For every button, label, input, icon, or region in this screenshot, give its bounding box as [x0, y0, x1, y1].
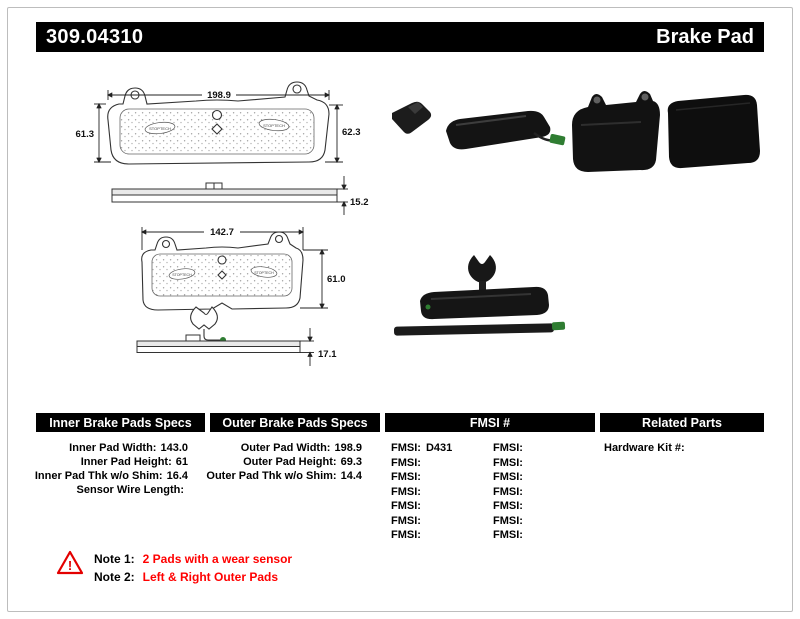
fmsi-row: FMSI: D431 FMSI: [391, 441, 595, 456]
fmsi-label: FMSI: [391, 500, 421, 512]
spec-value: 14.4 [340, 470, 362, 482]
dim-inner-thickness: 17.1 [318, 349, 337, 360]
spec-label: Inner Pad Thk w/o Shim: [34, 470, 163, 482]
inner-side-dimension-lines [300, 328, 314, 366]
note-label: Note 2: [94, 570, 135, 584]
spec-value: 69.3 [340, 456, 362, 468]
outer-pad-front-drawing: STOPTECH STOPTECH [107, 81, 330, 165]
note-1: Note 1: 2 Pads with a wear sensor [94, 552, 292, 566]
product-photo-inner-set [393, 255, 566, 336]
fmsi-row: FMSI: FMSI: [391, 456, 595, 471]
warning-exclamation: ! [68, 558, 72, 573]
mount-hole-icon [161, 239, 171, 249]
spec-label: Hardware Kit #: [604, 442, 685, 454]
fmsi-row: FMSI: FMSI: [391, 499, 595, 514]
spec-value: 16.4 [166, 470, 188, 482]
title-bar: 309.04310 Brake Pad [36, 22, 764, 52]
spec-label: Outer Pad Thk w/o Shim: [206, 470, 337, 482]
fmsi-label: FMSI: [391, 485, 421, 498]
dim-outer-width: 198.9 [207, 90, 231, 101]
spec-value: 61 [175, 456, 188, 468]
outer-specs-column: Outer Pad Width: 198.9 Outer Pad Height:… [206, 441, 362, 483]
wear-sensor-clip-drawing [190, 306, 227, 344]
inner-specs-column: Inner Pad Width: 143.0 Inner Pad Height:… [34, 441, 188, 497]
product-title: Brake Pad [656, 25, 754, 48]
spec-row: Outer Pad Thk w/o Shim: 14.4 [206, 469, 362, 483]
spec-row: Inner Pad Height: 61 [36, 455, 188, 469]
sensor-connector [425, 304, 431, 310]
sensor-connector [551, 321, 566, 331]
fmsi-label: FMSI: [391, 442, 421, 454]
fmsi-row: FMSI: FMSI: [391, 528, 595, 543]
fmsi-label: FMSI: [391, 529, 421, 541]
technical-drawings: STOPTECH STOPTECH 198.9 61.3 62.3 [76, 81, 760, 366]
spec-value: 143.0 [160, 442, 188, 454]
fmsi-label: FMSI: [391, 456, 421, 469]
inner-pad-front-drawing: STOPTECH STOPTECH [141, 231, 304, 311]
outer-specs-header: Outer Brake Pads Specs [210, 413, 380, 432]
related-parts-column: Hardware Kit #: [604, 441, 760, 455]
part-number: 309.04310 [46, 25, 144, 48]
fmsi-row: FMSI: FMSI: [391, 470, 595, 485]
fmsi-value: D431 [425, 442, 453, 454]
related-parts-header: Related Parts [600, 413, 764, 432]
spec-label: Outer Pad Width: [240, 442, 331, 454]
spec-row: Outer Pad Width: 198.9 [210, 441, 362, 455]
fmsi-label: FMSI: [391, 471, 421, 483]
dim-outer-height-right: 62.3 [342, 127, 361, 138]
brand-stamp-ovals [144, 118, 290, 135]
outer-pad-side-drawing [111, 182, 338, 203]
dim-outer-height-left: 61.3 [76, 129, 95, 140]
spec-label: Inner Pad Width: [69, 442, 157, 454]
outer-side-dimension-lines [337, 176, 348, 215]
fmsi-column: FMSI: D431 FMSI: FMSI: FMSI: FMSI: FMSI: … [391, 441, 595, 543]
brand-stamp-text: STOPTECH [263, 123, 285, 128]
spec-value: 198.9 [334, 442, 362, 454]
note-text: Left & Right Outer Pads [142, 570, 279, 584]
fmsi-label: FMSI: [493, 485, 523, 498]
note-text: 2 Pads with a wear sensor [142, 552, 293, 566]
fmsi-header: FMSI # [385, 413, 595, 432]
dim-inner-height: 61.0 [327, 274, 346, 285]
spec-label: Inner Pad Height: [80, 456, 172, 468]
fmsi-label: FMSI: [493, 500, 523, 512]
product-photo-outer-set [392, 91, 760, 172]
page-border [7, 7, 793, 612]
brand-stamp-ovals [168, 266, 278, 280]
dim-outer-thickness: 15.2 [350, 197, 369, 208]
fmsi-label: FMSI: [391, 514, 421, 527]
mount-hole-icon [292, 84, 302, 94]
spec-row: Sensor Wire Length: [36, 483, 188, 497]
fmsi-label: FMSI: [493, 442, 523, 454]
inner-pad-side-drawing [136, 334, 301, 353]
spec-label: Sensor Wire Length: [76, 484, 184, 496]
mount-hole-icon [274, 234, 284, 244]
spec-row: Inner Pad Width: 143.0 [36, 441, 188, 455]
brand-stamp-text: STOPTECH [172, 273, 192, 277]
note-label: Note 1: [94, 552, 135, 566]
fmsi-row: FMSI: FMSI: [391, 514, 595, 529]
fmsi-label: FMSI: [493, 471, 523, 483]
brand-stamp-text: STOPTECH [254, 271, 274, 275]
spec-row: Hardware Kit #: [604, 441, 760, 455]
fmsi-row: FMSI: FMSI: [391, 485, 595, 500]
inner-specs-header: Inner Brake Pads Specs [36, 413, 205, 432]
spec-row: Inner Pad Thk w/o Shim: 16.4 [34, 469, 188, 483]
dim-inner-width: 142.7 [210, 227, 234, 238]
fmsi-label: FMSI: [493, 514, 523, 527]
spec-row: Outer Pad Height: 69.3 [210, 455, 362, 469]
fmsi-label: FMSI: [493, 529, 523, 541]
note-2: Note 2: Left & Right Outer Pads [94, 570, 278, 584]
fmsi-label: FMSI: [493, 456, 523, 469]
spec-label: Outer Pad Height: [243, 456, 337, 468]
outer-pad-dimension-lines [94, 90, 343, 164]
inner-pad-dimension-lines [140, 227, 328, 310]
sensor-connector [549, 134, 566, 146]
brand-stamp-text: STOPTECH [149, 126, 171, 131]
warning-icon: ! [56, 550, 84, 575]
